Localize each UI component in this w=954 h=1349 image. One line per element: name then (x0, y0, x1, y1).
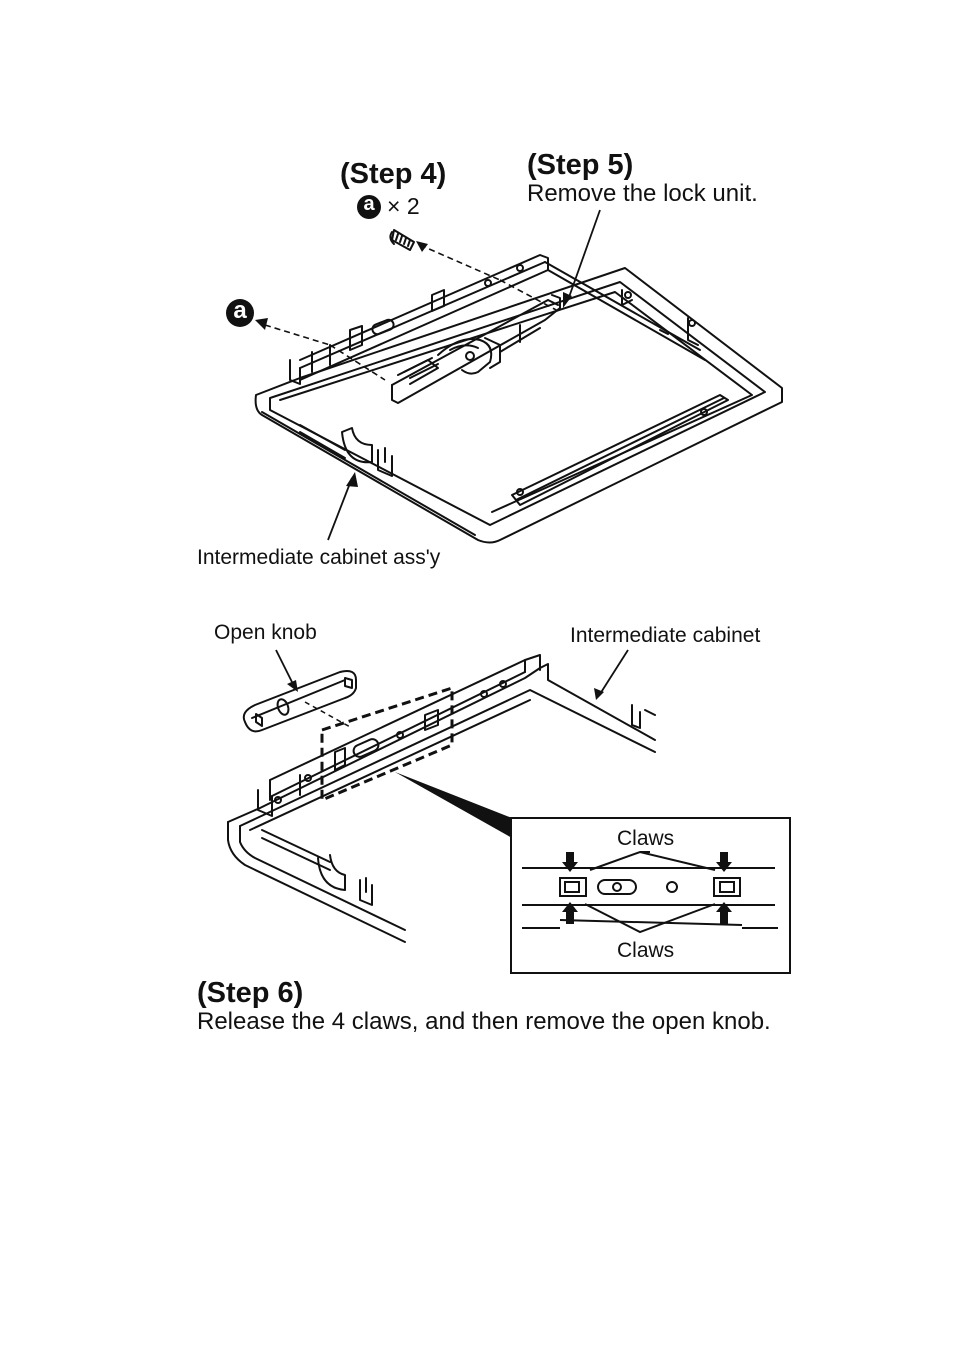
step5-title: (Step 5) (527, 149, 634, 181)
inset-claws-bottom-label: Claws (617, 939, 675, 962)
open-knob-removal-diagram (227, 649, 791, 974)
inset-claws-top-label: Claws (617, 827, 675, 850)
screw-marker-side: a (233, 297, 247, 324)
label-intermediate-cabinet: Intermediate cabinet (570, 624, 761, 647)
lock-unit-removal-diagram (226, 195, 783, 544)
upper-diagram-background (148, 145, 808, 580)
label-open-knob: Open knob (214, 621, 317, 644)
step4-title: (Step 4) (340, 158, 447, 190)
step4-screw-count: × 2 (387, 193, 420, 219)
step6-title: (Step 6) (197, 977, 304, 1009)
step6-text: Release the 4 claws, and then remove the… (197, 1008, 771, 1035)
label-cabinet-assy: Intermediate cabinet ass'y (197, 546, 441, 569)
screw-marker-step4: a (363, 193, 375, 215)
step5-text: Remove the lock unit. (527, 180, 758, 207)
